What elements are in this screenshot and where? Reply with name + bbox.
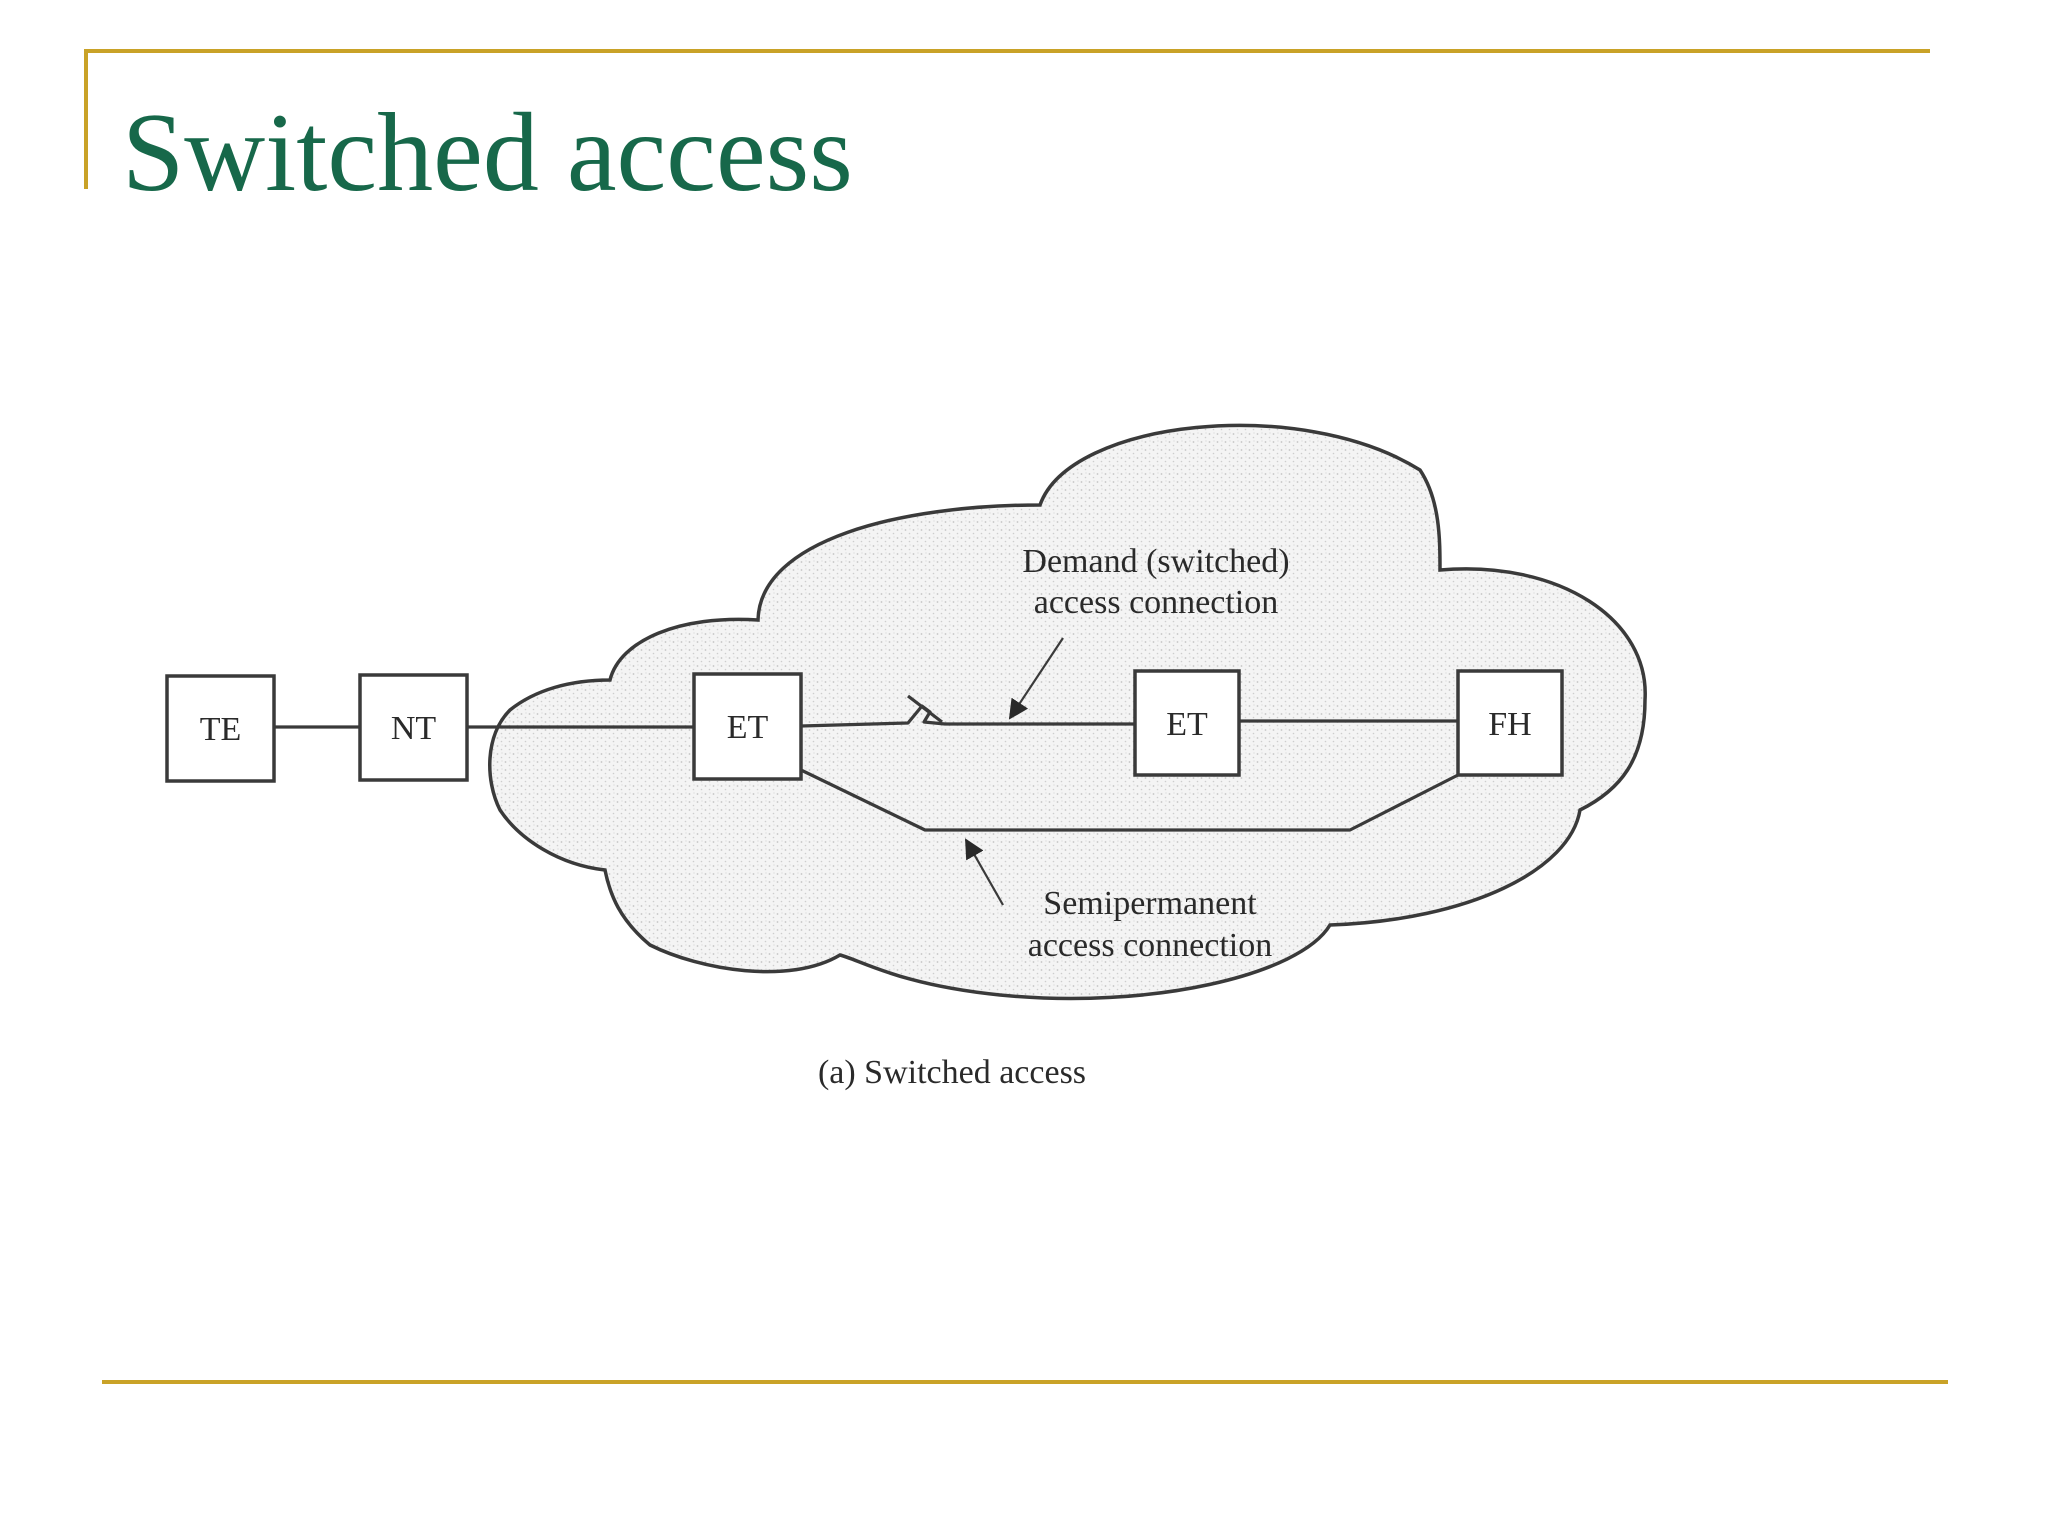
semipermanent-arrow (965, 838, 1004, 906)
wire-semipermanent-connection (800, 768, 1459, 832)
semipermanent-label-line1: Semipermanent (1043, 885, 1257, 922)
node-fh-label: FH (1488, 706, 1531, 743)
semipermanent-label-line2: access connection (1028, 927, 1273, 964)
node-et-1: ET (692, 672, 803, 781)
bottom-accent-rule (102, 1380, 1948, 1384)
top-accent-rule (84, 49, 1930, 53)
node-nt-label: NT (391, 710, 437, 747)
switch-cross-mark (907, 694, 943, 724)
left-accent-rule (84, 49, 88, 189)
node-et-1-label: ET (727, 709, 769, 746)
network-cloud (488, 423, 1647, 1001)
node-te-label: TE (200, 711, 242, 748)
demand-arrow (1008, 637, 1064, 720)
node-et-2-label: ET (1166, 706, 1208, 743)
diagram-caption: (a) Switched access (818, 1054, 1086, 1091)
slide-title: Switched access (122, 91, 853, 215)
demand-label-line2: access connection (1034, 584, 1279, 621)
demand-label-line1: Demand (switched) (1022, 543, 1289, 580)
node-te: TE (165, 674, 276, 783)
node-et-2: ET (1133, 669, 1241, 777)
node-nt: NT (358, 673, 469, 782)
node-fh: FH (1456, 669, 1564, 777)
